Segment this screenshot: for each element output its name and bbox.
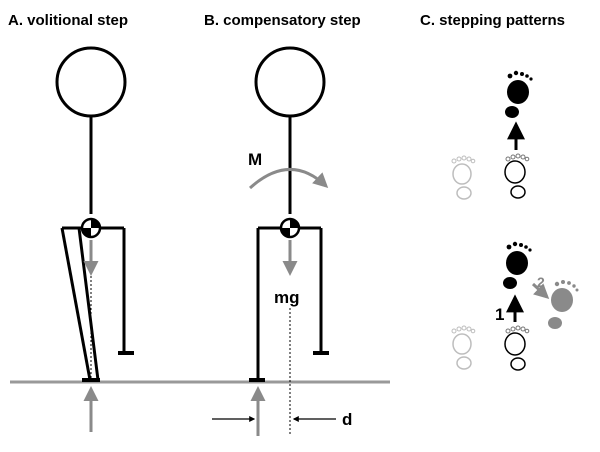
stepping-pattern-single xyxy=(451,70,533,200)
distance-label: d xyxy=(342,410,352,429)
stepping-pattern-double: 1 2 xyxy=(451,241,579,371)
stepped-foot-black-icon xyxy=(505,70,533,118)
right-foot-outline-icon xyxy=(504,153,530,199)
moment-label: M xyxy=(248,150,262,169)
head xyxy=(55,46,127,118)
left-foot-outline-icon xyxy=(451,325,476,370)
stepping-leg xyxy=(77,227,100,381)
right-foot-outline-icon xyxy=(504,325,530,371)
compensatory-stick-figure: M mg d xyxy=(212,46,352,436)
stepped-foot-black-icon xyxy=(503,241,532,289)
first-step-label: 1 xyxy=(495,305,504,324)
center-of-mass-icon xyxy=(279,217,301,239)
gravity-label: mg xyxy=(274,288,300,307)
head xyxy=(254,46,326,118)
panel-b-title: B. compensatory step xyxy=(204,12,361,29)
stepping-leg xyxy=(60,227,92,381)
panel-a-title: A. volitional step xyxy=(8,12,128,29)
left-foot-outline-icon xyxy=(451,155,476,200)
stepped-foot-grey-icon xyxy=(548,280,579,329)
second-step-arrow xyxy=(531,282,550,300)
volitional-stick-figure xyxy=(55,46,134,432)
moment-arrow xyxy=(248,168,329,190)
center-of-mass-icon xyxy=(80,217,102,239)
panel-c-title: C. stepping patterns xyxy=(420,12,565,29)
second-step-label: 2 xyxy=(537,274,545,290)
